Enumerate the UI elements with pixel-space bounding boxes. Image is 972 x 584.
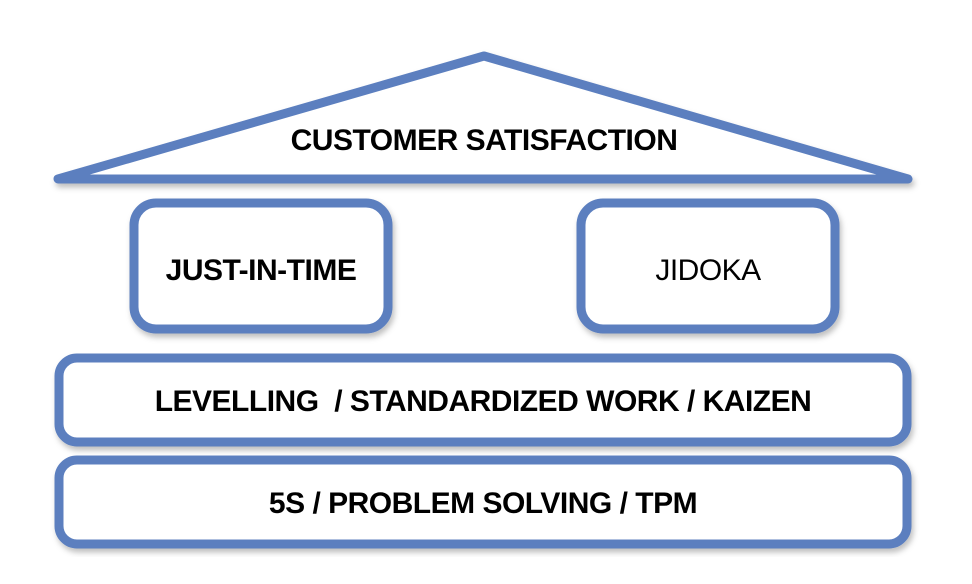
roof-shape [53,51,913,184]
pillar-jidoka: JIDOKA [576,198,840,334]
pillar-right-label: JIDOKA [655,254,761,287]
roof: CUSTOMER SATISFACTION [53,51,913,184]
roof-label: CUSTOMER SATISFACTION [291,124,678,157]
foundation-top-label: LEVELLING / STANDARDIZED WORK / KAIZEN [155,385,812,418]
foundation-5s: 5S / PROBLEM SOLVING / TPM [54,455,912,549]
pillar-right-box [576,198,840,334]
foundation-levelling: LEVELLING / STANDARDIZED WORK / KAIZEN [54,353,912,447]
foundation-bottom-label: 5S / PROBLEM SOLVING / TPM [269,487,697,520]
pillar-left-box [129,198,393,334]
foundation-bottom-box [54,455,912,549]
pillar-just-in-time: JUST-IN-TIME [129,198,393,334]
foundation-top-box [54,353,912,447]
pillar-left-label: JUST-IN-TIME [166,254,357,287]
